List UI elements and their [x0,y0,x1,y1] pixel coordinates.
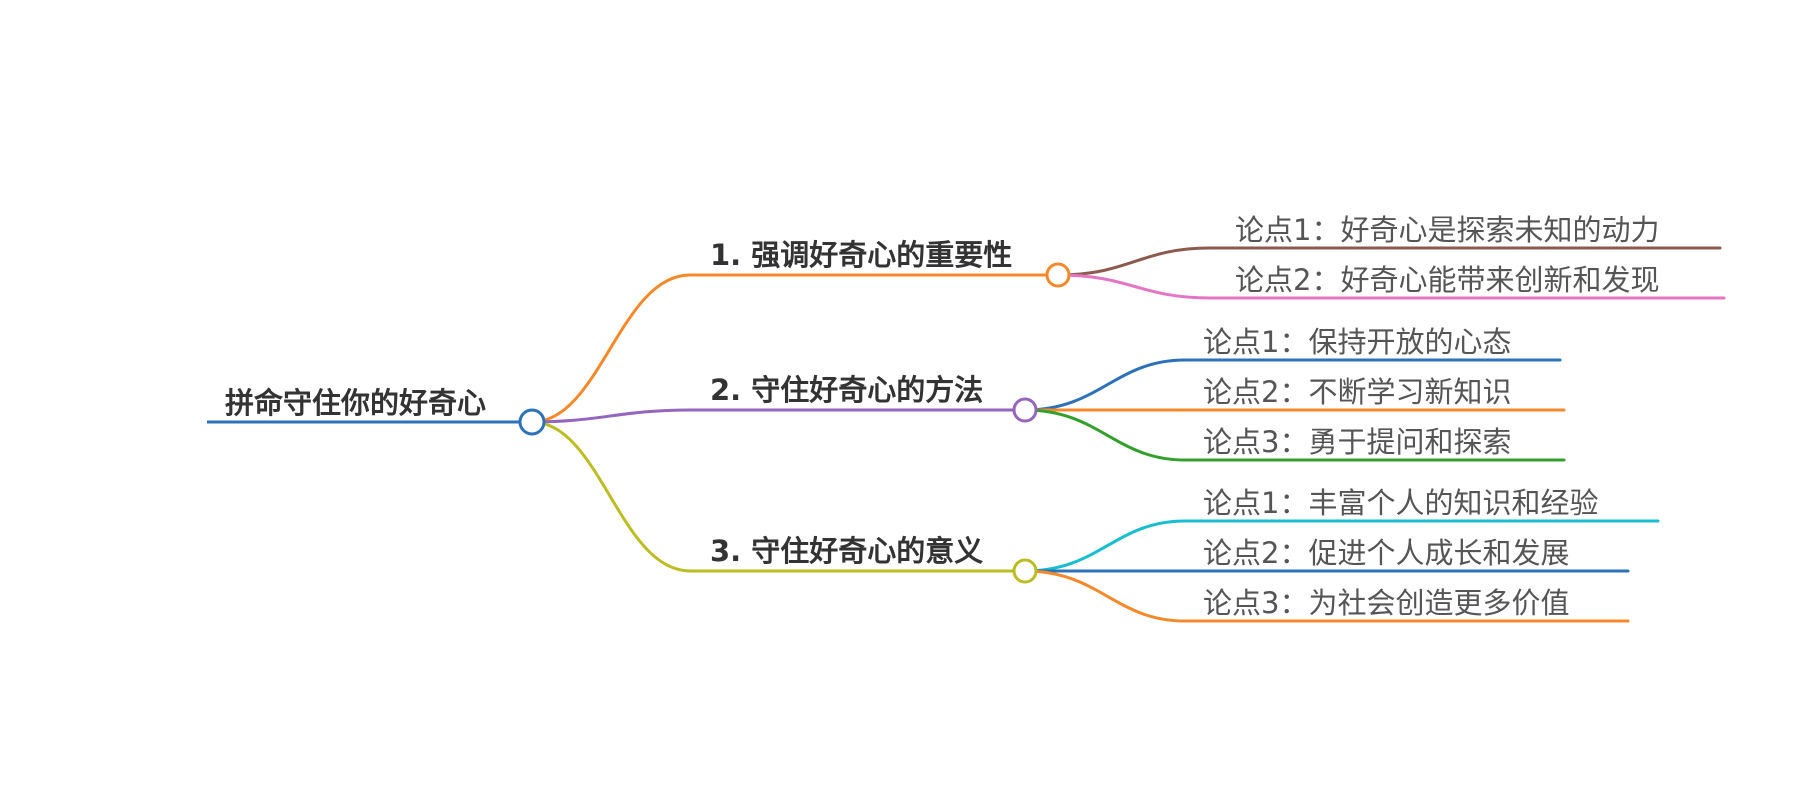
edge-branch-2-to-leaf-3 [1023,408,1187,462]
branch-3-node-circle[interactable] [1012,558,1038,584]
branch-3[interactable]: 3. 守住好奇心的意义 论点1：丰富个人的知识和经验 论点2：促进个人成长和发展… [530,420,1660,623]
branch-2[interactable]: 2. 守住好奇心的方法 论点1：保持开放的心态 论点2：不断学习新知识 论点3：… [530,325,1566,462]
edge-branch-3-to-leaf-3 [1023,569,1187,623]
leaf-3-2-label: 论点2：促进个人成长和发展 [1203,536,1569,570]
edge-root-to-branch-2 [530,408,692,424]
edge-root-to-branch-3 [530,420,692,573]
leaf-1-1-label: 论点1：好奇心是探索未知的动力 [1235,213,1659,247]
edge-branch-1-to-leaf-2 [1056,273,1212,300]
leaf-1-2-label: 论点2：好奇心能带来创新和发现 [1235,263,1659,297]
edge-root-to-branch-1 [530,273,692,424]
leaf-2-2-label: 论点2：不断学习新知识 [1203,375,1511,409]
branch-3-label: 3. 守住好奇心的意义 [710,534,983,568]
branch-1-node-circle[interactable] [1045,262,1071,288]
root-node[interactable]: 拼命守住你的好奇心 [207,386,532,424]
branch-1[interactable]: 1. 强调好奇心的重要性 论点1：好奇心是探索未知的动力 论点2：好奇心能带来创… [530,213,1726,424]
root-node-circle[interactable] [518,408,546,436]
branch-2-node-circle[interactable] [1012,397,1038,423]
edge-branch-3-to-leaf-1 [1023,519,1187,573]
leaf-2-3-label: 论点3：勇于提问和探索 [1203,425,1511,459]
edge-branch-2-to-leaf-1 [1023,358,1187,412]
leaf-3-1-label: 论点1：丰富个人的知识和经验 [1203,486,1598,520]
leaf-3-3-label: 论点3：为社会创造更多价值 [1203,586,1569,620]
edge-branch-1-to-leaf-1 [1056,246,1212,277]
root-label: 拼命守住你的好奇心 [225,386,486,420]
leaf-2-1-label: 论点1：保持开放的心态 [1203,325,1511,359]
branch-1-label: 1. 强调好奇心的重要性 [710,238,1012,272]
branch-2-label: 2. 守住好奇心的方法 [710,373,983,407]
